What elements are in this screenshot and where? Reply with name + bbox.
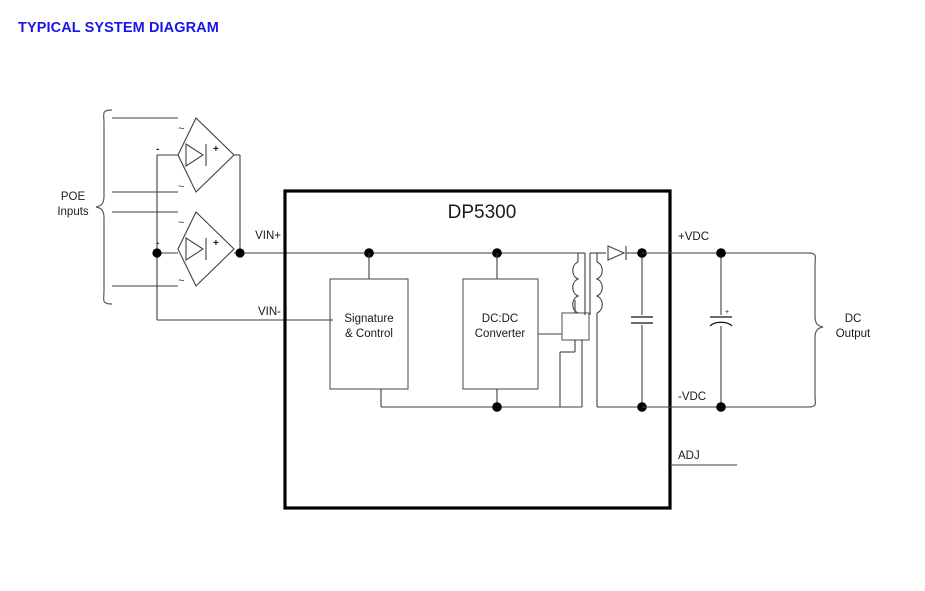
pin-label-vin-plus: VIN+ [255,230,281,242]
pin-label-vdc-minus: -VDC [678,391,706,403]
poe-inputs-label-line1: POE [61,191,86,203]
dc-output-label-line1: DC [845,313,862,325]
junction-dot-vin-minus [152,248,162,258]
switch-block [561,312,590,341]
junction-dot-vdc-plus [716,248,726,258]
junction-dot-internal-ground [492,402,502,412]
poe-inputs-label-line2: Inputs [57,206,89,218]
output-capacitor: + [709,253,733,407]
signature-control-block [329,278,409,390]
dp5300-block-outline [283,189,672,510]
signature-control-label-line1: Signature [344,313,393,325]
signature-control-label-line2: & Control [345,328,393,340]
filter-capacitor [631,253,653,407]
bridge-bottom-minus-label: - [156,238,159,249]
poe-inputs-brace [95,109,113,305]
dc-output-label-line2: Output [836,328,871,340]
page-title: TYPICAL SYSTEM DIAGRAM [18,20,219,36]
dcdc-converter-block [462,278,539,390]
output-capacitor-polarity-label: + [725,309,729,316]
transformer [572,252,603,322]
junction-dot-vdc-minus [716,402,726,412]
bridge-bottom-ac-top-label: ~ [178,217,184,229]
dp5300-label: DP5300 [448,202,517,223]
bridge-top-plus-label: + [213,144,219,155]
output-diode [607,245,642,261]
bridge-bottom-ac-bottom-label: ~ [178,275,184,287]
pin-label-vin-minus: VIN- [258,306,281,318]
poe-input-wires [112,117,178,287]
bridge-top-ac-top-label: ~ [178,123,184,135]
bridge-bottom-plus-label: + [213,238,219,249]
dcdc-converter-label-line1: DC:DC [482,313,518,325]
bridge-rectifier-bottom: ~ ~ - + [156,211,235,287]
dcdc-converter-label-line2: Converter [475,328,526,340]
bridge-top-ac-bottom-label: ~ [178,181,184,193]
bridge-top-minus-label: - [156,144,159,155]
pin-label-vdc-plus: +VDC [678,231,709,243]
dc-output-brace [807,252,824,408]
junction-dot-vin-plus [235,248,245,258]
pin-label-adj: ADJ [678,450,700,462]
